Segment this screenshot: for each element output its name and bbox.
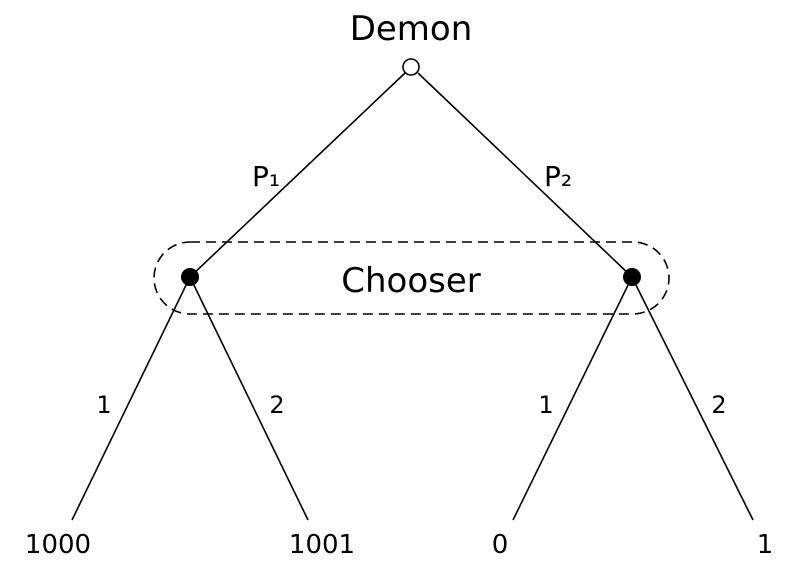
payoff-1000: 1000 (25, 530, 91, 560)
payoff-1001: 1001 (289, 530, 355, 560)
root-label: Demon (350, 9, 473, 49)
edge-right-2 (631, 276, 754, 521)
root-node (402, 58, 420, 76)
payoff-0: 0 (492, 530, 509, 560)
edge-left-1 (71, 276, 191, 521)
information-set-outline (153, 241, 670, 315)
choice-label-left-2: 2 (269, 391, 284, 419)
branch-label-right: P₂ (544, 160, 572, 193)
chooser-node-right (623, 268, 641, 286)
edge-left-2 (189, 276, 309, 521)
payoff-1: 1 (757, 530, 774, 560)
choice-label-left-1: 1 (96, 391, 111, 419)
info-set-label: Chooser (341, 261, 481, 301)
edge-root-right (417, 72, 633, 278)
edge-right-1 (512, 276, 633, 521)
edge-root-left (189, 72, 406, 278)
choice-label-right-1: 1 (538, 391, 553, 419)
choice-label-right-2: 2 (711, 391, 726, 419)
chooser-node-left (181, 268, 199, 286)
branch-label-left: P₁ (252, 160, 280, 193)
